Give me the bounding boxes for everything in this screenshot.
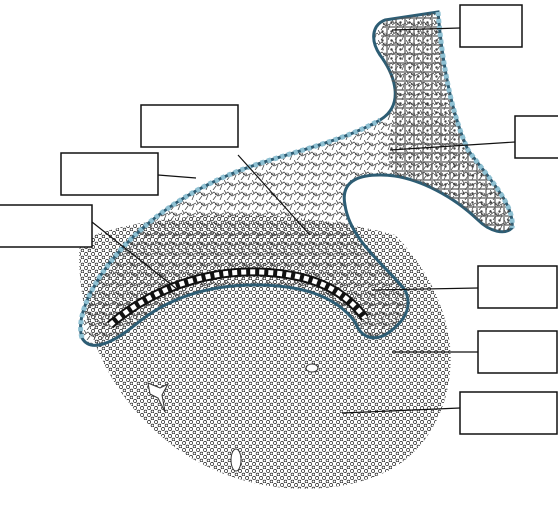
label-box-6[interactable]: [478, 266, 557, 308]
label-box-8[interactable]: [460, 392, 557, 434]
label-box-4[interactable]: [61, 153, 158, 195]
label-box-2[interactable]: [515, 116, 558, 158]
label-box-5[interactable]: [0, 205, 92, 247]
label-box-3[interactable]: [141, 105, 238, 147]
label-box-7[interactable]: [478, 331, 557, 373]
label-box-1[interactable]: [460, 5, 522, 47]
